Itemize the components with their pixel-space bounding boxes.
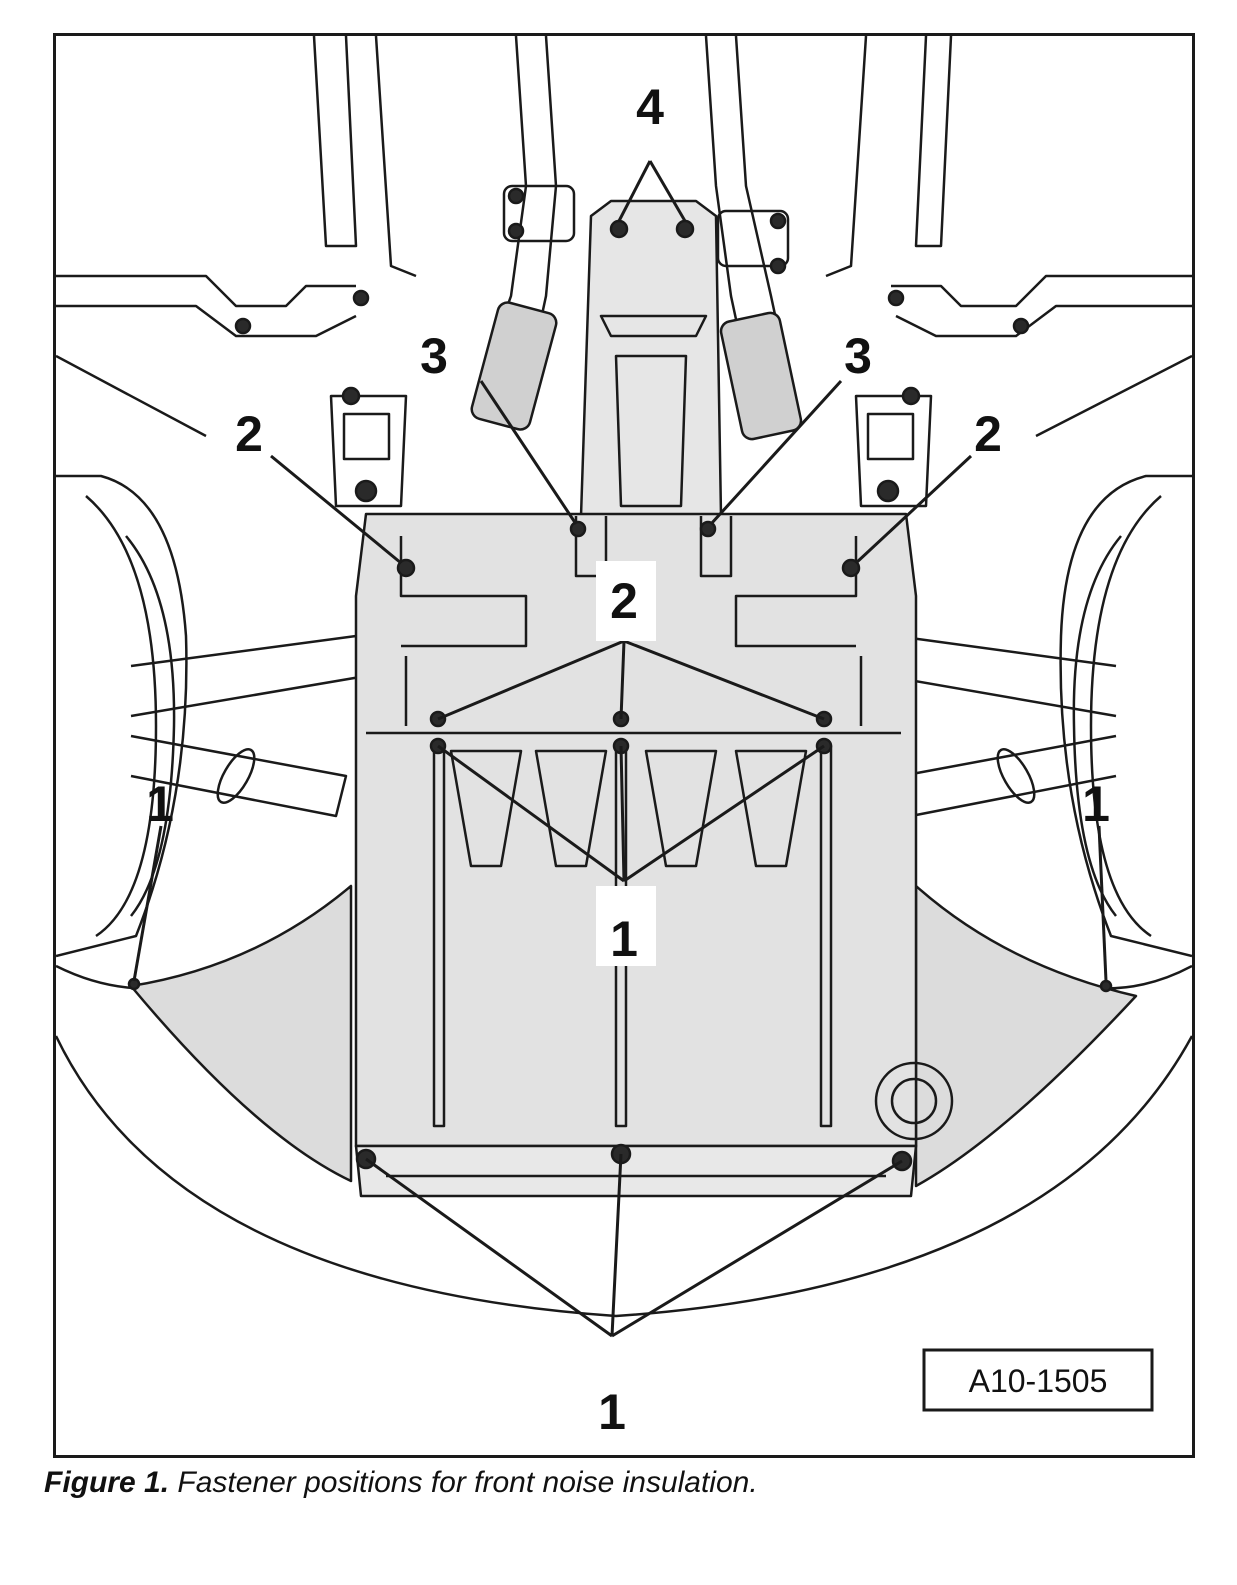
fastener-2-right	[841, 558, 861, 578]
left-wheel	[56, 474, 188, 958]
fastener-3-left	[569, 520, 587, 538]
right-fairing	[914, 884, 1138, 1188]
callout-1-right: 1	[1082, 776, 1110, 832]
right-wheel	[1059, 474, 1192, 958]
fastener-4-right	[675, 219, 695, 239]
callout-3-right: 3	[844, 328, 872, 384]
callouts: 4 3 3 2 2 2 1 1 1 1	[146, 79, 1110, 1440]
noise-insulation-panel	[354, 512, 954, 1198]
fastener-2-left	[396, 558, 416, 578]
fastener-3-right	[699, 520, 717, 538]
undercarriage-diagram: 4 3 3 2 2 2 1 1 1 1 A10-1505	[56, 36, 1192, 1440]
callout-2-left: 2	[235, 406, 263, 462]
callout-1-center: 1	[610, 911, 638, 967]
tunnel-bracket	[579, 199, 723, 518]
callout-3-left: 3	[420, 328, 448, 384]
callout-backgrounds	[596, 561, 656, 966]
fastener-4-left	[609, 219, 629, 239]
leader-lines	[132, 160, 1108, 1338]
caption-text: Fastener positions for front noise insul…	[169, 1466, 758, 1499]
caption-label: Figure 1.	[44, 1466, 170, 1499]
fastener-1-side-right	[1099, 979, 1113, 993]
callout-2-right: 2	[974, 406, 1002, 462]
left-fairing	[129, 884, 353, 1183]
callout-2-center: 2	[610, 573, 638, 629]
exhaust-pipes	[470, 36, 803, 441]
callout-4: 4	[636, 79, 664, 135]
body-structure	[56, 36, 1192, 438]
reference-code-box: A10-1505	[922, 1348, 1154, 1412]
callout-1-left: 1	[146, 776, 174, 832]
callout-1-bottom: 1	[598, 1384, 626, 1440]
fasteners	[127, 187, 1113, 1172]
figure-frame: 4 3 3 2 2 2 1 1 1 1 A10-1505	[53, 33, 1195, 1458]
reference-code: A10-1505	[969, 1363, 1108, 1399]
figure-caption: Figure 1. Fastener positions for front n…	[44, 1466, 1194, 1500]
